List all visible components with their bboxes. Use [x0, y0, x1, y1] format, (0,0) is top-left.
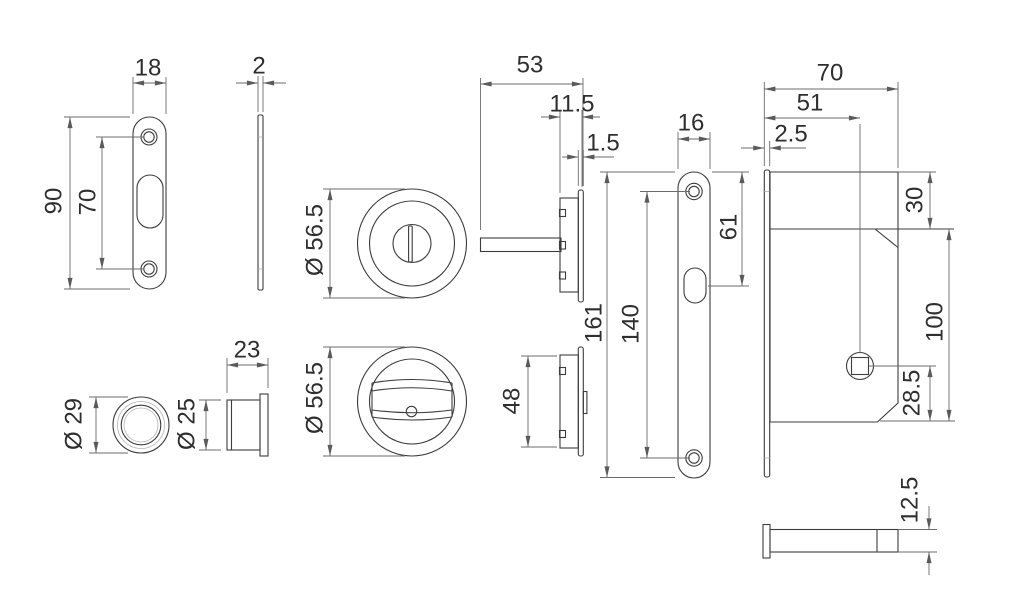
dim-label: 2.5 [774, 120, 807, 147]
strike-plate-slot [136, 174, 164, 229]
dim-label: Ø 29 [60, 398, 87, 450]
dim-label: 12.5 [896, 477, 923, 524]
dim-label: 53 [517, 51, 544, 78]
dim-lock-body-top-height: 30 [898, 171, 936, 229]
dim-strike-plate-height: 90 [40, 116, 130, 290]
dim-label: 51 [797, 89, 824, 116]
dim-strike-plate-hole-spacing: 70 [74, 136, 143, 270]
dim-flush-pull-body-diameter: Ø 25 [173, 398, 221, 451]
dim-lock-body-height: 100 [880, 229, 955, 422]
rose-body [559, 197, 579, 293]
dim-faceplate-hole-spacing: 140 [617, 191, 690, 459]
spindle-square [850, 356, 870, 376]
dim-label: 161 [580, 303, 607, 343]
rose-backplate [577, 346, 584, 457]
dim-label: 11.5 [550, 90, 595, 117]
rose-body [559, 354, 579, 449]
dim-label: 140 [617, 304, 644, 344]
dim-rose-turn-diameter: Ø 56.5 [301, 188, 405, 299]
dim-label: Ø 56.5 [301, 362, 328, 434]
dim-faceplate-width: 16 [677, 109, 711, 169]
dim-label: 100 [921, 302, 948, 342]
dim-spindle-to-bottom: 28.5 [869, 365, 936, 421]
dim-label: 16 [678, 109, 705, 136]
dim-label: 61 [715, 214, 742, 241]
thumbturn-unit-side-view [558, 346, 588, 457]
spindle-flange [762, 523, 771, 559]
rose-backplate [577, 189, 584, 303]
dim-label: 90 [40, 188, 67, 215]
faceplate-edge [763, 169, 771, 478]
dim-label: 18 [135, 54, 162, 81]
faceplate-slot [683, 267, 707, 304]
thumbturn-knob [371, 378, 453, 421]
dim-faceplate-height: 161 [580, 171, 675, 478]
dim-spindle-bar-height: 12.5 [896, 477, 937, 575]
dim-label: 1.5 [586, 129, 619, 156]
dim-faceplate-slot-offset: 61 [708, 171, 749, 287]
strike-plate-front-view [132, 116, 167, 290]
dim-label: 2 [252, 52, 265, 79]
dim-lock-body-depth: 70 [763, 59, 899, 168]
lock-faceplate-front-view [677, 171, 711, 479]
dim-label: 23 [234, 336, 261, 363]
dim-cover-plate-thickness: 2 [236, 52, 286, 112]
spindle-hub [582, 390, 588, 415]
flush-pull-flange [259, 393, 269, 457]
dim-label: Ø 25 [173, 398, 200, 450]
lock-case [769, 171, 899, 423]
cover-plate-side-view [257, 114, 264, 291]
turn-unit-side-view [479, 189, 584, 303]
dim-label: Ø 56.5 [301, 204, 328, 276]
dim-flush-pull-depth: 23 [226, 336, 269, 393]
spindle-bar [479, 237, 562, 253]
dim-faceplate-thickness: 2.5 [741, 120, 808, 166]
flush-pull-side-view [226, 393, 269, 457]
dim-label: 30 [901, 187, 928, 214]
dim-label: 70 [817, 59, 844, 86]
dim-rose-side-height: 48 [498, 355, 557, 448]
dim-strike-plate-width: 18 [132, 54, 167, 114]
spindle-bar-side-view [762, 523, 899, 559]
dim-spindle-assembly-depth: 53 [480, 51, 584, 230]
dim-spindle-backset: 51 [764, 89, 861, 353]
flush-pull-front-view [112, 396, 170, 454]
dim-rose-thumbturn-diameter: Ø 56.5 [301, 346, 405, 457]
dim-label: 70 [74, 189, 101, 216]
dim-rose-depth: 11.5 [541, 90, 600, 193]
dim-label: 48 [498, 388, 525, 415]
rose-emergency-release-front-view [356, 188, 468, 299]
dim-flush-pull-diameter: Ø 29 [60, 396, 128, 454]
dim-label: 28.5 [898, 370, 925, 417]
coin-slot [408, 225, 413, 263]
dim-rose-plate-thickness: 1.5 [562, 129, 620, 186]
rose-thumbturn-front-view [356, 346, 468, 457]
